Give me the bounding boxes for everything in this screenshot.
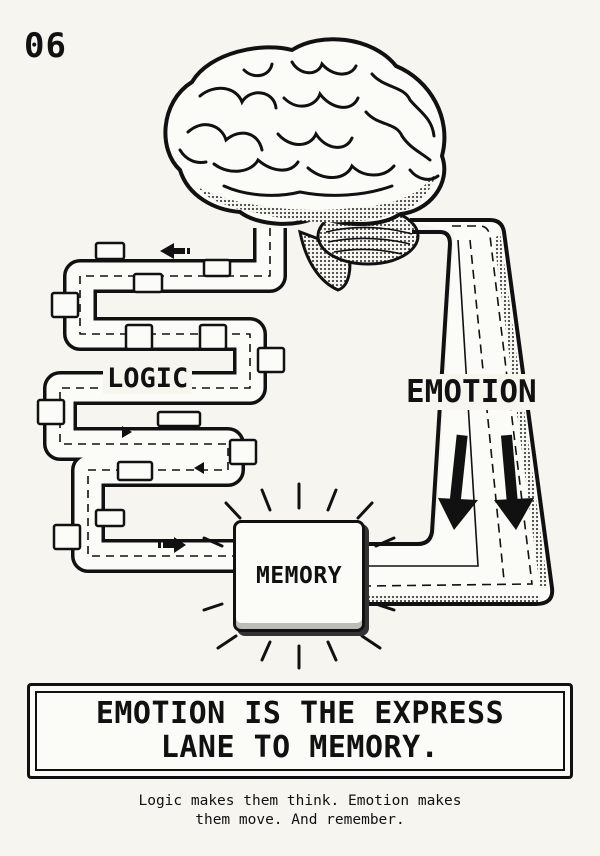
brain-icon: [163, 37, 447, 292]
arrow-right-icon: [158, 537, 186, 553]
logic-label: LOGIC: [103, 363, 193, 394]
headline-banner: EMOTION IS THE EXPRESS LANE TO MEMORY.: [27, 683, 573, 779]
caption: Logic makes them think. Emotion makes th…: [0, 792, 600, 830]
arrow-left-icon: [194, 462, 204, 474]
memory-box: MEMORY: [233, 520, 365, 632]
caption-line-1: Logic makes them think. Emotion makes: [138, 793, 462, 809]
arrow-left-icon: [160, 243, 190, 259]
emotion-label: EMOTION: [404, 374, 539, 410]
memory-label: MEMORY: [255, 563, 343, 589]
caption-line-2: them move. And remember.: [195, 812, 405, 828]
arrow-down-icon: [494, 434, 534, 530]
arrow-down-icon: [438, 434, 478, 530]
headline-line-1: EMOTION IS THE EXPRESS: [95, 696, 505, 732]
arrow-right-icon: [122, 426, 132, 438]
memory-burst: [202, 482, 396, 670]
logic-road: [36, 228, 287, 573]
headline-frame: EMOTION IS THE EXPRESS LANE TO MEMORY.: [35, 691, 565, 771]
page-number: 06: [24, 26, 67, 66]
headline-line-2: LANE TO MEMORY.: [160, 730, 440, 765]
emotion-lane: [365, 218, 555, 606]
